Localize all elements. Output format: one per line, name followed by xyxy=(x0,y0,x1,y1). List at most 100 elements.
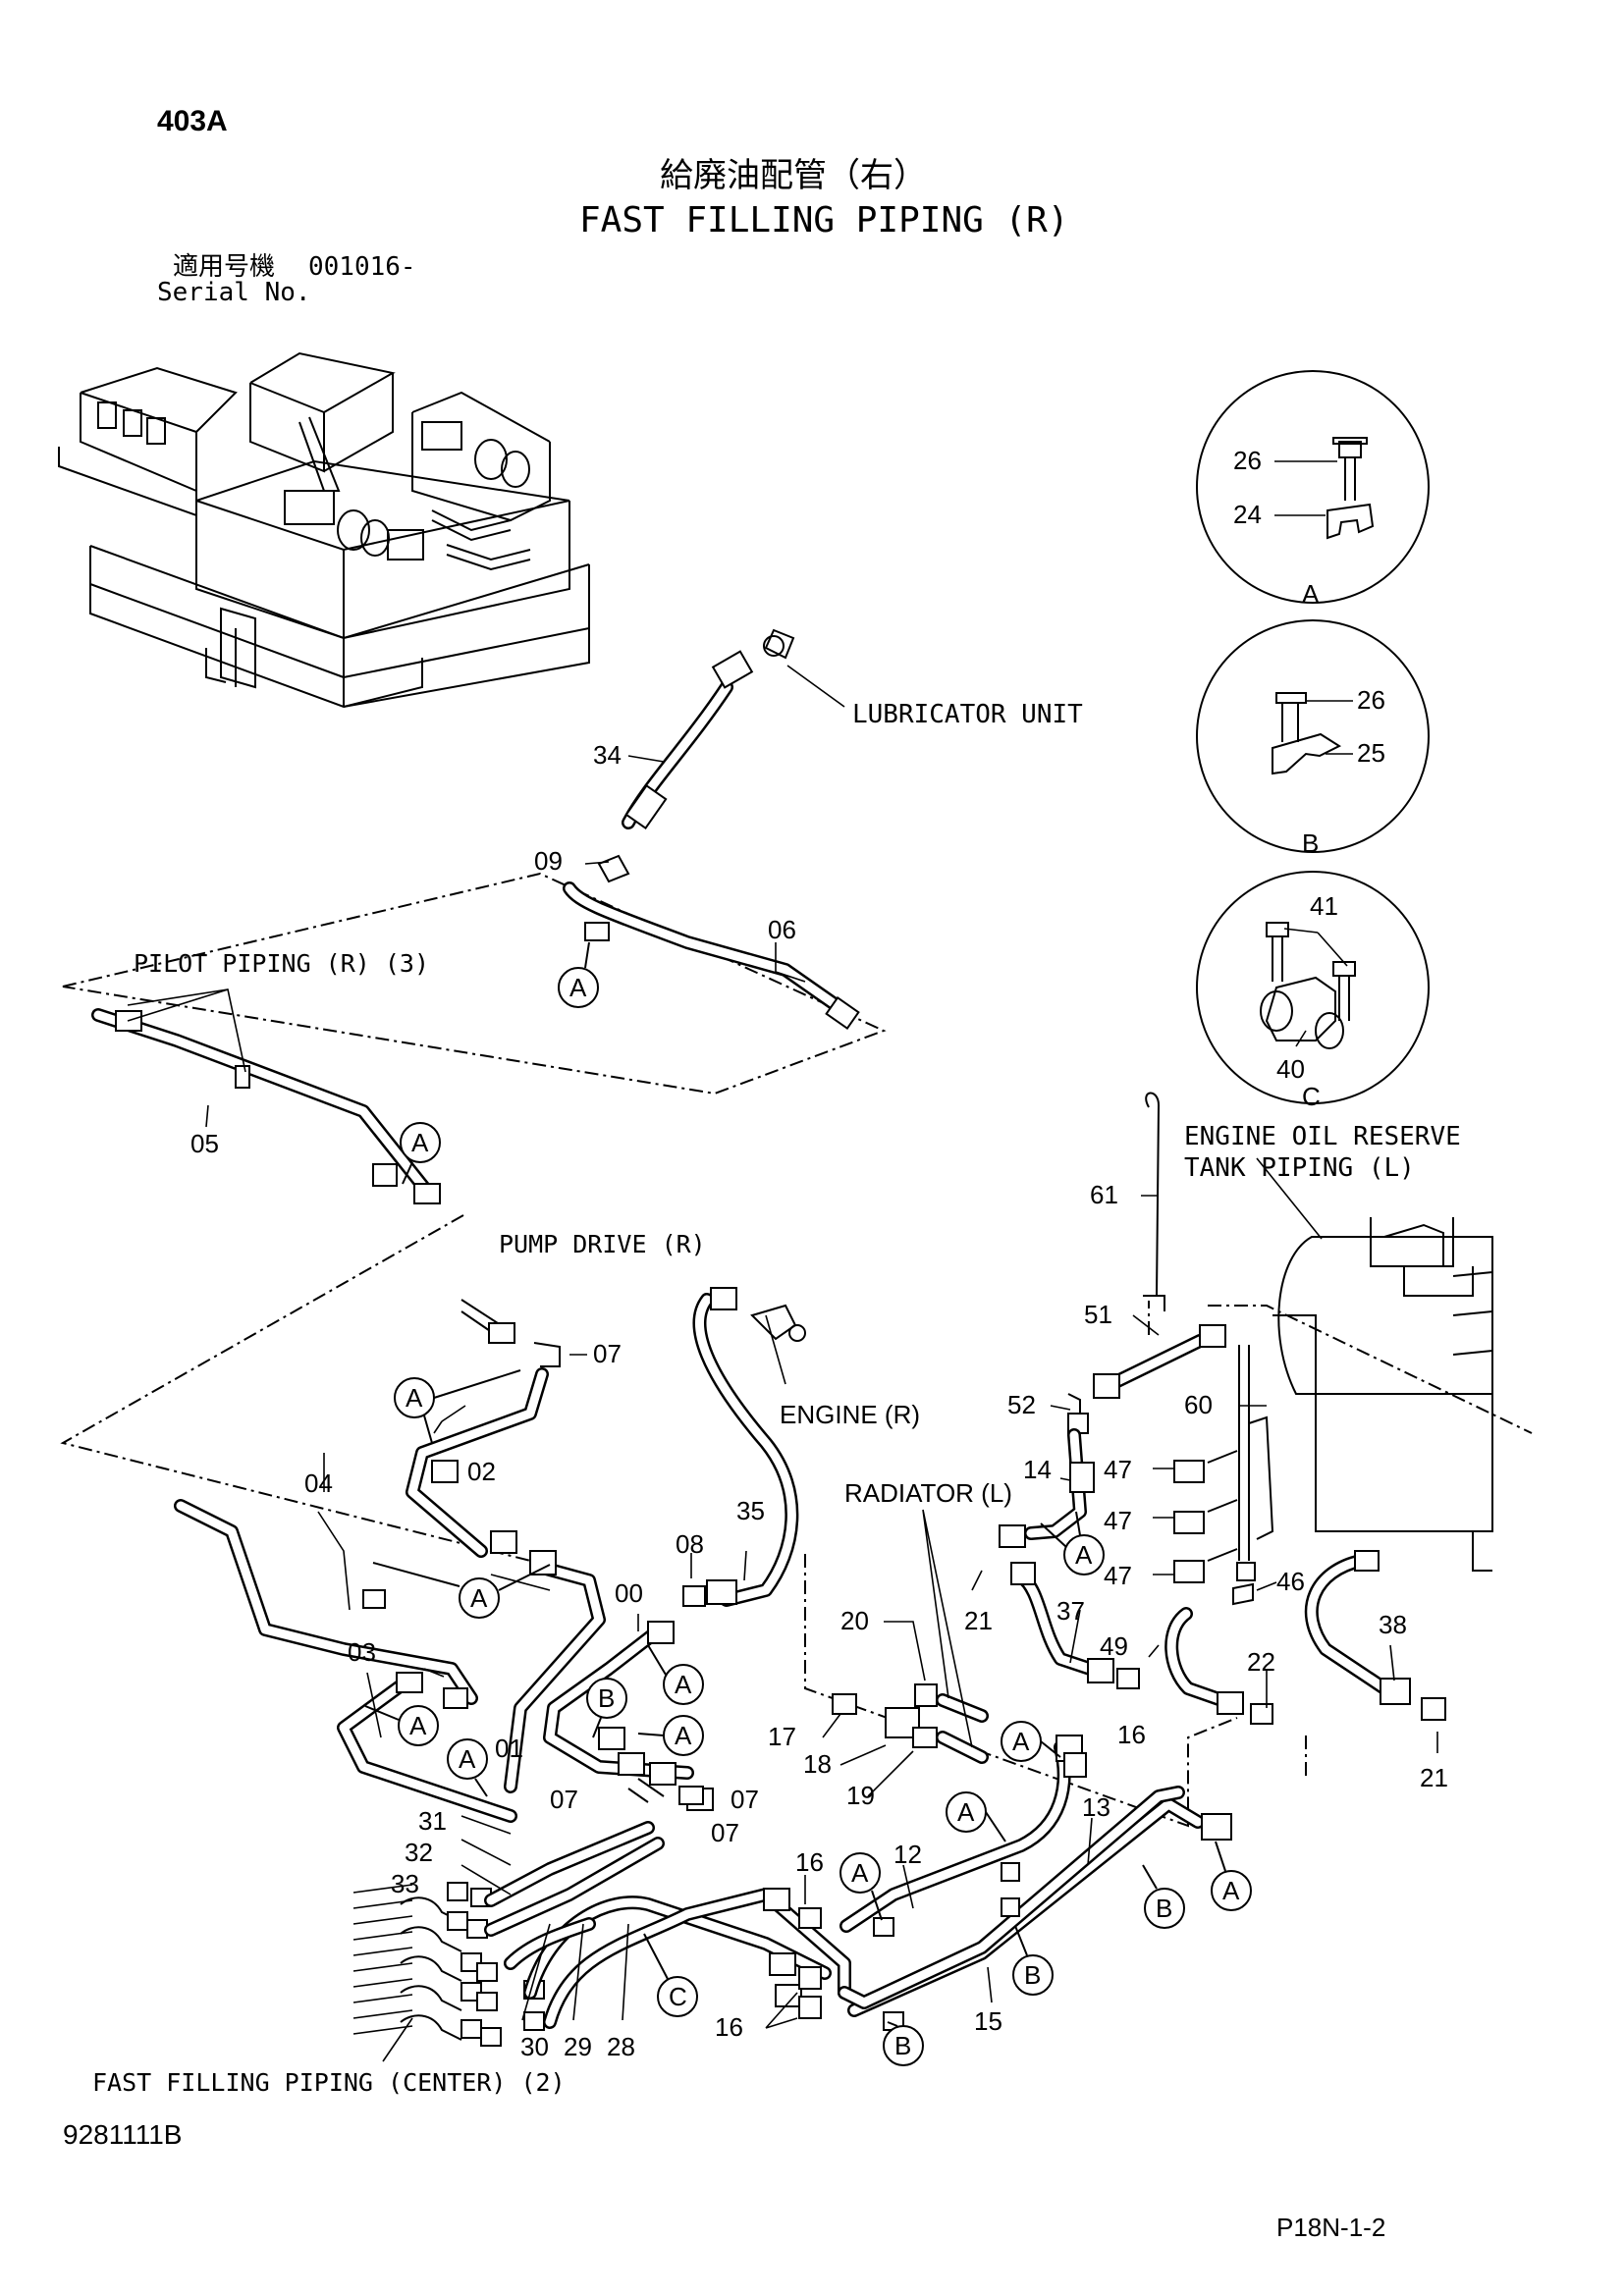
page-reference: P18N-1-2 xyxy=(1276,2213,1385,2242)
callout-a-12: A xyxy=(1075,1540,1093,1570)
callout-a-4: A xyxy=(470,1583,488,1613)
callout-a-13: A xyxy=(1222,1876,1240,1905)
part-07-d: 07 xyxy=(711,1818,739,1847)
ref-pump-drive: PUMP DRIVE (R) xyxy=(499,1230,706,1258)
callout-a-5: A xyxy=(409,1711,427,1740)
part-21-a: 21 xyxy=(964,1606,993,1635)
callout-b-4: B xyxy=(894,2031,911,2060)
part-47-b: 47 xyxy=(1104,1506,1132,1535)
detail-b-part-2: 25 xyxy=(1357,738,1385,768)
drawing-number: 9281111B xyxy=(63,2119,182,2150)
part-51: 51 xyxy=(1084,1300,1112,1329)
callout-a-2: A xyxy=(411,1128,429,1157)
part-16-c: 16 xyxy=(1117,1720,1146,1749)
detail-a-part-1: 26 xyxy=(1233,446,1262,475)
detail-a-part-2: 24 xyxy=(1233,500,1262,529)
part-52: 52 xyxy=(1007,1390,1036,1419)
part-47-a: 47 xyxy=(1104,1455,1132,1484)
part-28: 28 xyxy=(607,2032,635,2061)
title-japanese: 給廃油配管（右） xyxy=(660,156,927,195)
right-piping-group: 12 13 15 16 21 37 49 22 38 21 xyxy=(838,1550,1448,2036)
part-16-a: 16 xyxy=(795,1847,824,1877)
detail-c: 41 40 C xyxy=(1196,871,1430,1111)
ref-engine: ENGINE (R) xyxy=(780,1400,920,1429)
section-boundaries xyxy=(60,872,1533,1828)
callout-b-3: B xyxy=(1024,1960,1041,1990)
part-03: 03 xyxy=(348,1637,376,1667)
radiator-connection-group: RADIATOR (L) 20 17 18 19 xyxy=(768,1478,1012,1810)
oil-tank-group: ENGINE OIL RESERVE TANK PIPING (L) 61 51… xyxy=(999,1092,1493,1606)
part-04: 04 xyxy=(304,1468,333,1498)
pilot-piping-group: PILOT PIPING (R) (3) 05 xyxy=(91,949,441,1204)
ref-lubricator-unit: LUBRICATOR UNIT xyxy=(852,700,1083,729)
part-17: 17 xyxy=(768,1722,796,1751)
callout-b-2: B xyxy=(1156,1894,1172,1923)
part-15: 15 xyxy=(974,2006,1002,2036)
serial-label-jp: 適用号機 xyxy=(173,252,275,282)
part-07-b: 07 xyxy=(550,1785,578,1814)
callout-c-1: C xyxy=(669,1982,687,2011)
ref-oil-tank-line-2: TANK PIPING (L) xyxy=(1184,1153,1415,1183)
part-32: 32 xyxy=(405,1838,433,1867)
detail-b-part-1: 26 xyxy=(1357,685,1385,715)
callout-a-8: A xyxy=(675,1721,692,1750)
callout-markers: A A A A A A A A A A A A A xyxy=(364,941,1252,2066)
part-38: 38 xyxy=(1379,1610,1407,1639)
part-14: 14 xyxy=(1023,1455,1052,1484)
callout-a-10: A xyxy=(957,1797,975,1827)
ref-radiator: RADIATOR (L) xyxy=(844,1478,1012,1508)
part-35: 35 xyxy=(736,1496,765,1525)
ref-center-piping: FAST FILLING PIPING (CENTER) (2) xyxy=(92,2068,566,2097)
lubricator-hose-group: LUBRICATOR UNIT 34 09 06 xyxy=(534,628,1083,1031)
part-37: 37 xyxy=(1056,1596,1085,1626)
part-09: 09 xyxy=(534,846,563,876)
part-47-c: 47 xyxy=(1104,1561,1132,1590)
pump-drive-piping-group: PUMP DRIVE (R) 07 02 04 03 00 01 07 07 0… xyxy=(174,1230,759,1847)
detail-c-part-1: 41 xyxy=(1310,891,1338,921)
part-33: 33 xyxy=(391,1869,419,1898)
callout-b-1: B xyxy=(598,1683,615,1713)
part-46: 46 xyxy=(1276,1567,1305,1596)
part-08: 08 xyxy=(676,1529,704,1559)
lower-hose-bundle: 31 32 33 30 29 28 16 16 FAST FILLING PIP… xyxy=(92,1806,851,2097)
part-00: 00 xyxy=(615,1578,643,1608)
part-02: 02 xyxy=(467,1457,496,1486)
page-code: 403A xyxy=(157,105,228,137)
ref-oil-tank-line-1: ENGINE OIL RESERVE xyxy=(1184,1122,1461,1151)
serial-label-en: Serial No. xyxy=(157,278,311,307)
part-19: 19 xyxy=(846,1781,875,1810)
part-21-b: 21 xyxy=(1420,1763,1448,1792)
detail-a-letter: A xyxy=(1302,579,1320,609)
part-16-b: 16 xyxy=(715,2012,743,2042)
detail-c-letter: C xyxy=(1302,1082,1321,1111)
callout-a-9: A xyxy=(1012,1727,1030,1756)
part-07-c: 07 xyxy=(731,1785,759,1814)
detail-b: 26 25 B xyxy=(1196,619,1430,858)
serial-value: 001016- xyxy=(308,252,416,282)
part-05: 05 xyxy=(190,1129,219,1158)
part-01: 01 xyxy=(495,1734,523,1763)
part-34: 34 xyxy=(593,740,622,770)
callout-a-1: A xyxy=(569,973,587,1002)
part-07-a: 07 xyxy=(593,1339,622,1368)
part-29: 29 xyxy=(564,2032,592,2061)
part-18: 18 xyxy=(803,1749,832,1779)
machine-overview-drawing xyxy=(58,351,590,709)
callout-a-7: A xyxy=(675,1670,692,1699)
part-20: 20 xyxy=(840,1606,869,1635)
callout-a-3: A xyxy=(406,1383,423,1413)
part-61: 61 xyxy=(1090,1180,1118,1209)
detail-b-letter: B xyxy=(1302,828,1319,858)
part-60: 60 xyxy=(1184,1390,1213,1419)
callout-a-11: A xyxy=(851,1858,869,1888)
title-english: FAST FILLING PIPING (R) xyxy=(579,200,1069,240)
part-49: 49 xyxy=(1100,1631,1128,1661)
part-12: 12 xyxy=(893,1840,922,1869)
ref-pilot-piping: PILOT PIPING (R) (3) xyxy=(134,949,429,978)
part-13: 13 xyxy=(1082,1792,1110,1822)
detail-a: 26 24 A xyxy=(1196,370,1430,609)
part-22: 22 xyxy=(1247,1647,1275,1677)
callout-a-6: A xyxy=(459,1744,476,1774)
engine-hose-group: ENGINE (R) 35 08 xyxy=(676,1287,920,1607)
